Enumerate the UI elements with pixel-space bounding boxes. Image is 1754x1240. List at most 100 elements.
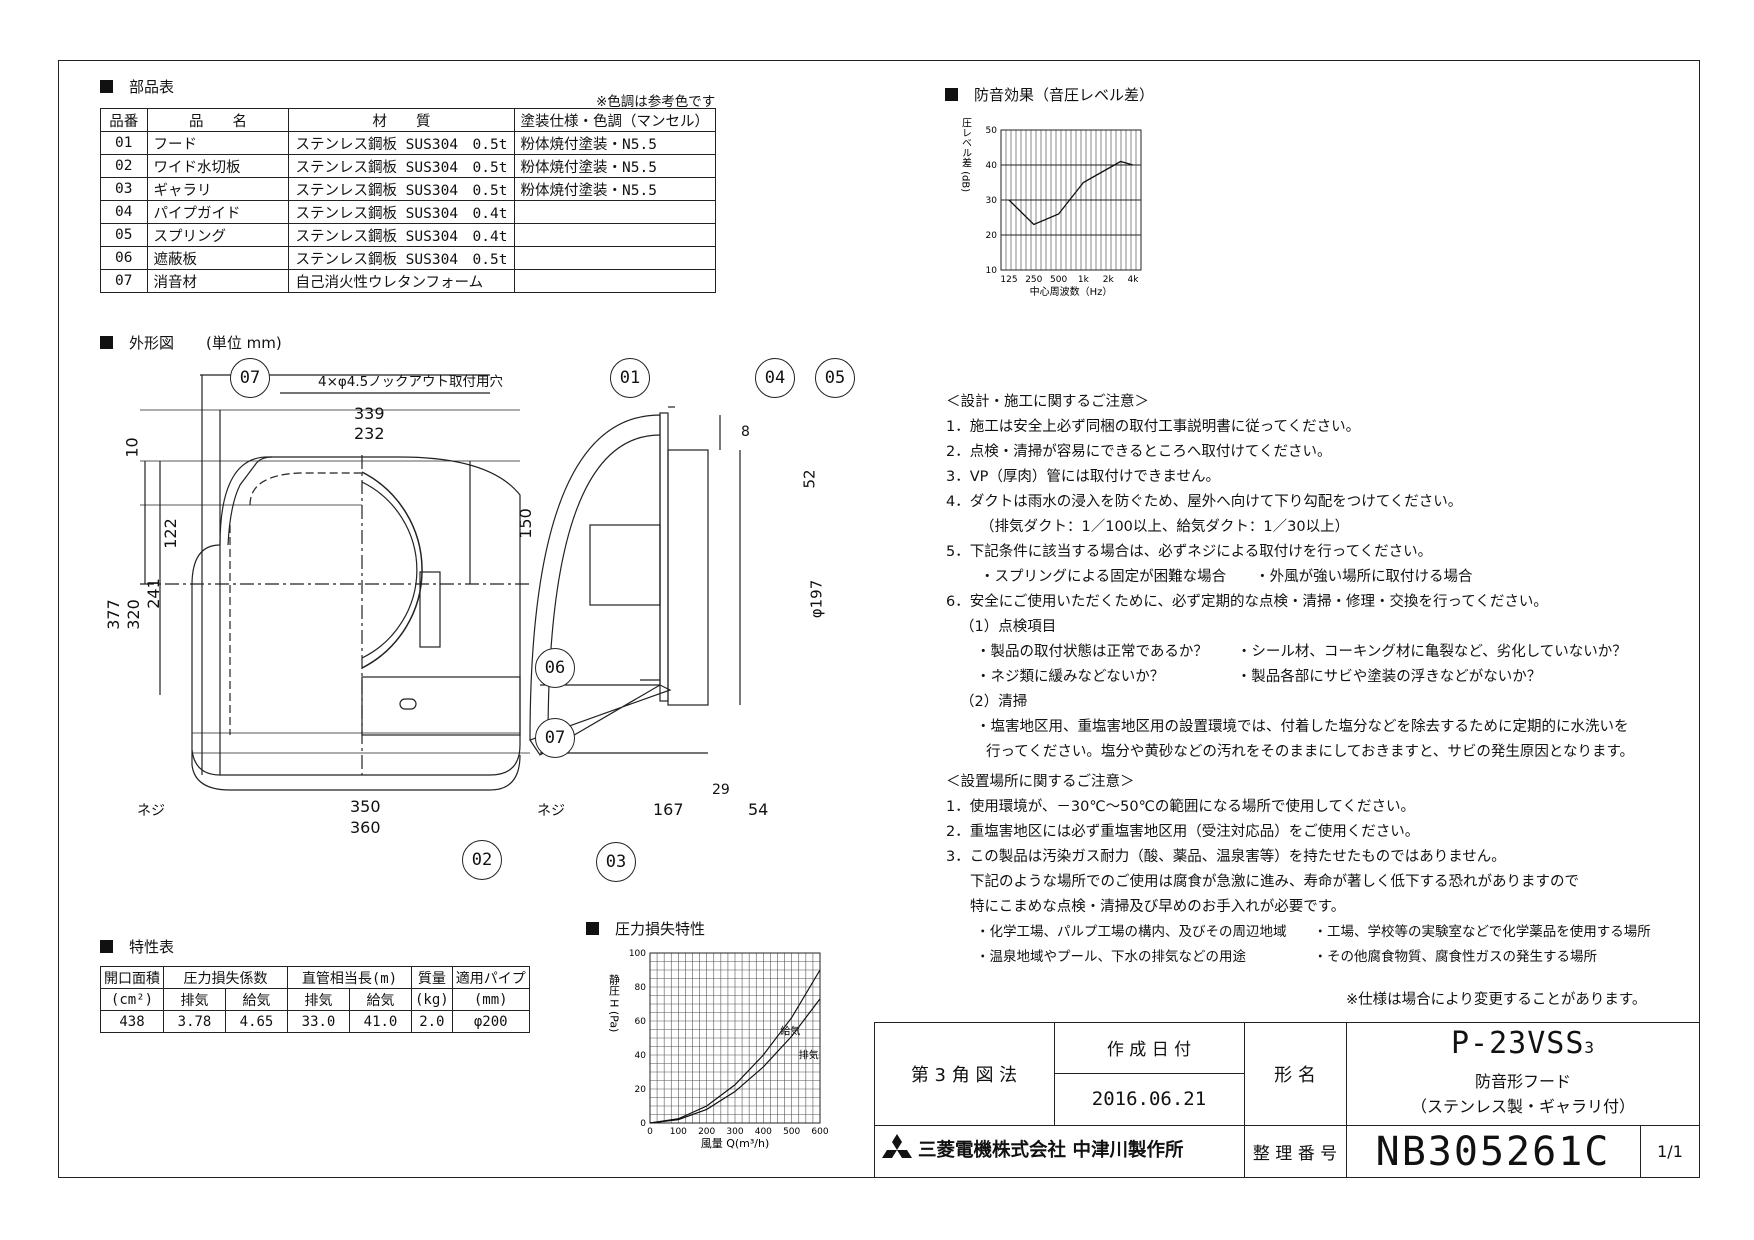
title-block-divider [874, 1125, 1700, 1126]
part-name: ワイド水切板 [146, 154, 290, 178]
outline-drawing [140, 374, 741, 791]
spec-h-mass-unit: (kg) [411, 988, 453, 1011]
pressure-x-tick: 100 [670, 1127, 687, 1137]
dim-52: 52 [800, 469, 819, 489]
part-material: ステンレス鋼板 SUS304 0.4t [288, 200, 515, 224]
noise-y-tick: 40 [986, 161, 998, 171]
noise-x-label: 中心周波数（Hz） [1030, 285, 1113, 298]
design-note-line: ・スプリングによる固定が困難な場合 ・外風が強い場所に取付ける場合 [980, 569, 1473, 585]
noise-plot-border [1000, 129, 1142, 271]
dim-167: 167 [653, 800, 684, 819]
dim-339: 339 [354, 404, 385, 423]
part-finish [513, 200, 716, 224]
noise-x-tick: 1k [1078, 275, 1090, 285]
part-finish: 粉体焼付塗装・N5.5 [513, 154, 716, 178]
front-duct-circle [361, 471, 423, 669]
design-note-line: 1．施工は安全上必ず同梱の取付工事説明書に従ってください。 [946, 419, 1361, 435]
pressure-plot-border [649, 952, 821, 1124]
spec-h-open: 開口面積 [100, 966, 164, 989]
parts-header-no: 品番 [100, 108, 148, 132]
pressure-y-tick: 60 [635, 1017, 647, 1027]
callout-02: 02 [462, 840, 502, 880]
knockout-note: 4×φ4.5ノックアウト取付用穴 [318, 374, 504, 390]
part-no: 02 [100, 154, 148, 178]
color-reference-note: ※色調は参考色です [596, 94, 716, 110]
pressure-section-title: 圧力損失特性 [586, 918, 705, 939]
pressure-series-label: 給気 [780, 1025, 800, 1038]
company-name: 三菱電機株式会社 中津川製作所 [918, 1140, 1184, 1161]
spec-h-pipe: 適用パイプ [451, 966, 530, 989]
part-finish: 粉体焼付塗装・N5.5 [513, 131, 716, 155]
dim-320: 320 [123, 599, 143, 630]
part-finish: 粉体焼付塗装・N5.5 [513, 177, 716, 201]
design-note-line: 行ってください。塩分や黄砂などの汚れをそのままにしておきますと、サビの発生原因と… [986, 744, 1635, 760]
side-hood-outline [529, 414, 661, 741]
location-note-line: ・化学工場、パルプ工場の構内、及びその周辺地域 ・工場、学校等の実験室などで化学… [976, 924, 1651, 940]
part-no: 01 [100, 131, 148, 155]
design-note-line: 5．下記条件に該当する場合は、必ずネジによる取付けを行ってください。 [946, 544, 1433, 560]
design-note-line: 2．点検・清掃が容易にできるところへ取付けてください。 [946, 444, 1332, 460]
spec-h-loss: 圧力損失係数 [163, 966, 288, 989]
noise-x-tick: 125 [1000, 275, 1017, 285]
design-note-line: （1）点検項目 [960, 619, 1057, 635]
screw-label-side: ネジ [537, 803, 565, 819]
spec-loss-exhaust: 3.78 [163, 1010, 226, 1033]
front-lower-panel [361, 676, 521, 736]
callout-04: 04 [755, 358, 795, 398]
outline-section-title: 外形図(単位 mm) [100, 332, 282, 353]
pressure-y-tick: 80 [635, 983, 647, 993]
side-shield-plate [589, 524, 661, 606]
part-name: ギャラリ [146, 177, 290, 201]
dim-29: 29 [712, 782, 730, 798]
pressure-x-tick: 400 [755, 1127, 772, 1137]
dim-377: 377 [103, 599, 123, 630]
dim-10: 10 [122, 437, 142, 458]
projection-method: 第 3 角 図 法 [910, 1064, 1018, 1086]
pressure-x-tick: 300 [726, 1127, 743, 1137]
dim-150: 150 [515, 508, 535, 539]
front-water-cut-plate [191, 750, 521, 791]
pressure-y-tick: 0 [640, 1119, 646, 1129]
dim-122: 122 [160, 518, 180, 549]
title-block [874, 1022, 1700, 1178]
part-material: ステンレス鋼板 SUS304 0.5t [288, 246, 515, 270]
parts-header-name: 品 名 [146, 108, 290, 132]
callout-06: 06 [535, 648, 575, 688]
location-note-line: ・温泉地域やプール、下水の排気などの用途 ・その他腐食物質、腐食性ガスの発生する… [976, 949, 1597, 965]
front-duct-circle-inner [361, 481, 418, 659]
dim-241: 241 [143, 578, 163, 609]
model-label: 形 名 [1274, 1064, 1316, 1086]
callout-07: 07 [535, 718, 575, 758]
location-note-line: 特にこまめな点検・清掃及び早めのお手入れが必要です。 [970, 899, 1346, 915]
design-note-line: 3．VP（厚肉）管には取付けできません。 [946, 469, 1220, 485]
design-note-line: （排気ダクト：1／100以上、給気ダクト：1／30以上） [980, 519, 1350, 535]
spec-open-area: 438 [100, 1010, 164, 1033]
design-note-line: 4．ダクトは雨水の浸入を防ぐため、屋外へ向けて下り勾配をつけてください。 [946, 494, 1463, 510]
noise-y-label: 音圧レベル差 (dB) [960, 118, 972, 192]
parts-section-title: 部品表 [100, 76, 174, 97]
design-note-line: ・製品の取付状態は正常であるか？ ・シール材、コーキング材に亀裂など、劣化してい… [976, 644, 1627, 660]
pressure-y-tick: 100 [629, 949, 646, 959]
noise-y-tick: 30 [986, 196, 998, 206]
location-notes-title: ＜設置場所に関するご注意＞ [946, 774, 1135, 790]
spec-section-title: 特性表 [100, 936, 174, 957]
spec-sub-supply: 給気 [349, 988, 412, 1011]
noise-section-title: 防音効果（音圧レベル差） [945, 84, 1154, 105]
spec-equiv-supply: 41.0 [349, 1010, 412, 1033]
pressure-y-tick: 40 [635, 1051, 647, 1061]
callout-07: 07 [230, 358, 270, 398]
part-material: ステンレス鋼板 SUS304 0.5t [288, 177, 515, 201]
dim-8: 8 [741, 424, 750, 440]
noise-y-tick: 10 [986, 266, 998, 276]
part-material: ステンレス鋼板 SUS304 0.5t [288, 131, 515, 155]
front-inner-dashed [249, 472, 362, 506]
design-note-line: ・ネジ類に緩みなどないか？ ・製品各部にサビや塗装の浮きなどがないか？ [976, 669, 1542, 685]
pressure-x-tick: 200 [698, 1127, 715, 1137]
screw-label-front: ネジ [137, 803, 165, 819]
